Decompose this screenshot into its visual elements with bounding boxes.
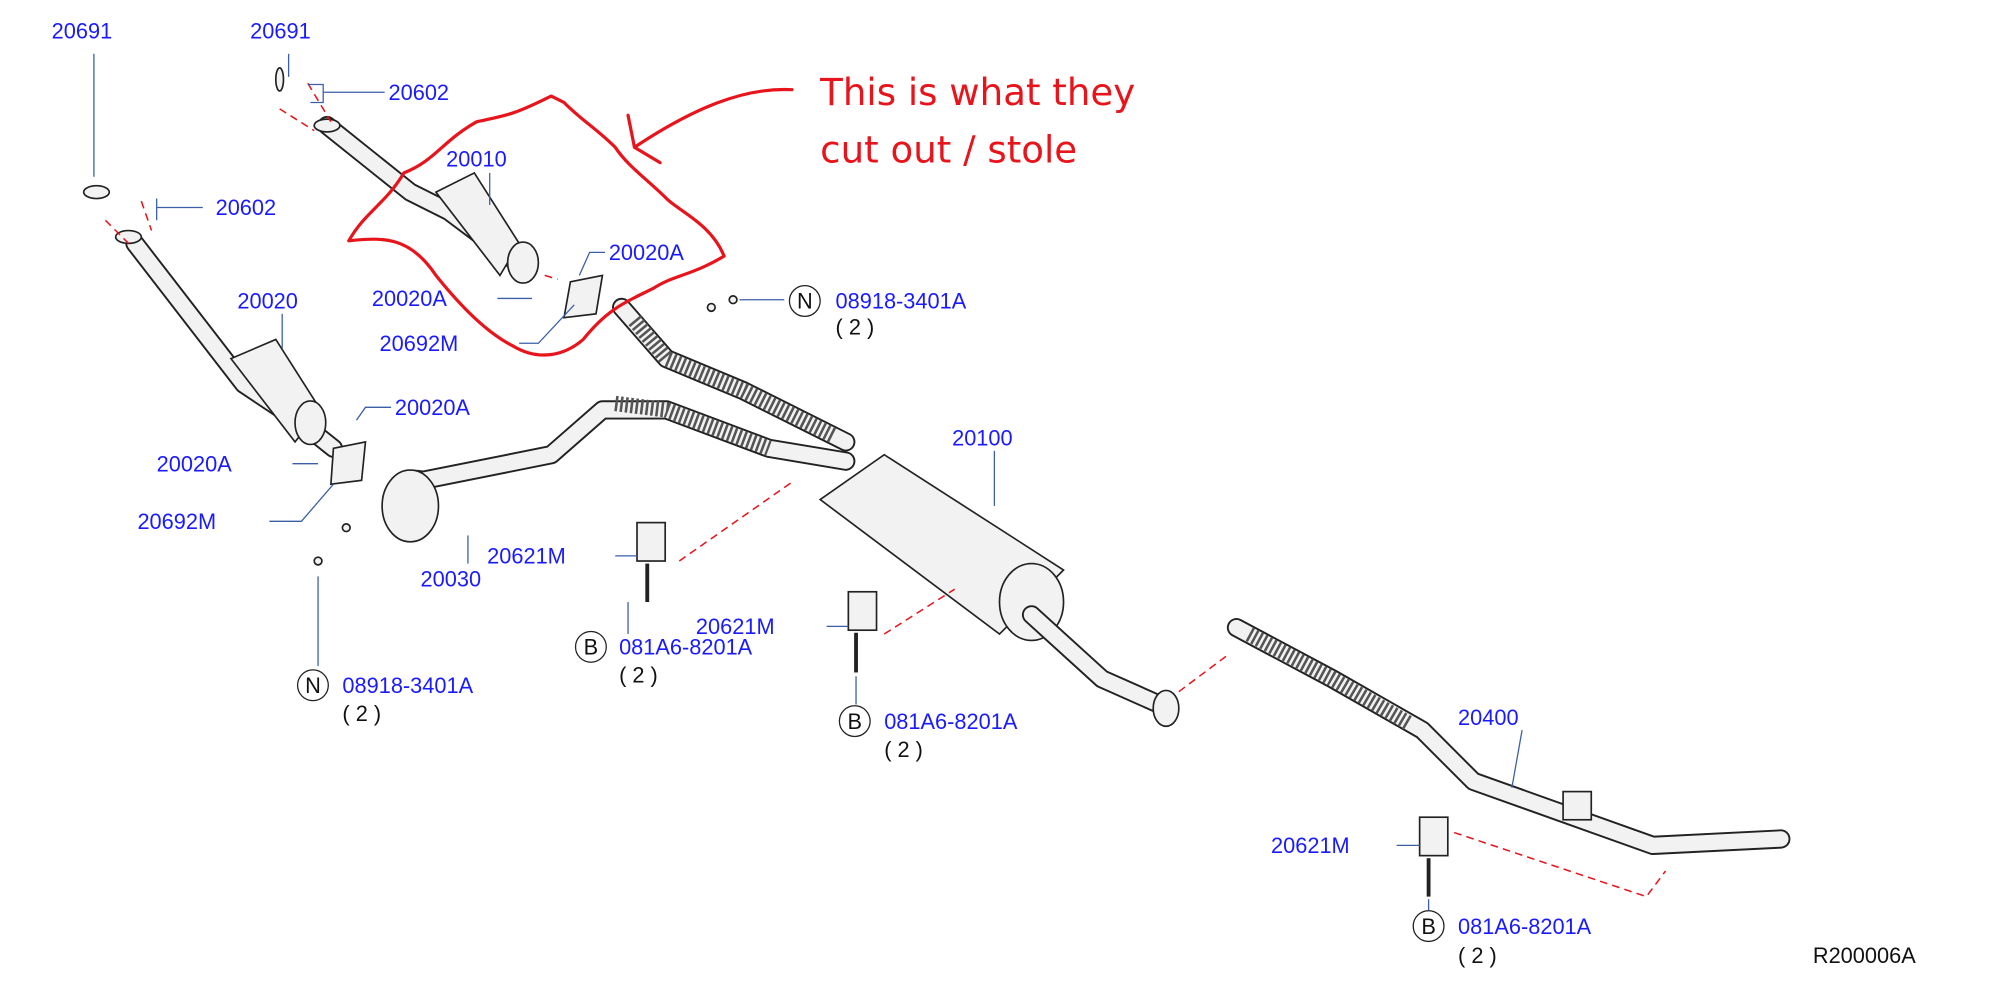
gasket-left — [329, 440, 367, 486]
label-tail-pipe: 20400 — [1458, 705, 1519, 730]
label-front-pipe: 20030 — [421, 567, 482, 592]
tail-pipe — [1226, 618, 1791, 855]
callout-nut-right: N 08918-3401A ( 2 ) — [788, 284, 967, 339]
label-mount-1: 20621M — [487, 544, 566, 569]
callout-symbol: N — [797, 289, 813, 314]
label-muffler: 20100 — [952, 426, 1013, 451]
callout-symbol: N — [305, 673, 321, 698]
right-catalytic-pipe — [313, 115, 540, 284]
annotation-line-1: This is what they — [819, 71, 1135, 114]
callout-qty: ( 2 ) — [619, 663, 658, 688]
callout-qty: ( 2 ) — [342, 701, 381, 726]
label-o-ring-right: 20691 — [250, 18, 311, 43]
label-gasket-right: 20692M — [380, 331, 459, 356]
label-cat-left-stud-b: 20020A — [157, 451, 233, 476]
callout-bolt-1: B 081A6-8201A ( 2 ) — [574, 630, 753, 688]
o-ring-left — [82, 184, 111, 200]
callout-qty: ( 2 ) — [836, 314, 875, 339]
label-cat-right-stud-a: 20020A — [609, 240, 685, 265]
callout-symbol: B — [1421, 914, 1436, 939]
label-gasket-left: 20692M — [137, 509, 216, 534]
callout-symbol: B — [584, 635, 599, 660]
left-catalytic-pipe — [114, 229, 344, 458]
o-ring-right — [274, 67, 285, 92]
label-cat-left-stud-a: 20020A — [395, 395, 471, 420]
leader-lines — [93, 53, 1523, 912]
stolen-area-outline — [347, 94, 726, 357]
label-stud-right: 20602 — [389, 80, 450, 105]
front-pipe — [381, 297, 856, 543]
gasket-right — [562, 274, 604, 319]
label-cat-right-stud-b: 20020A — [372, 286, 448, 311]
callout-bolt-3: B 081A6-8201A ( 2 ) — [1412, 910, 1592, 968]
callout-symbol: B — [847, 709, 862, 734]
callout-part: 081A6-8201A — [1458, 914, 1592, 939]
annotation-line-2: cut out / stole — [820, 129, 1077, 172]
callout-part: 08918-3401A — [836, 289, 967, 314]
callout-bolt-2: B 081A6-8201A ( 2 ) — [838, 705, 1018, 762]
callout-qty: ( 2 ) — [884, 737, 923, 762]
label-cat-left: 20020 — [237, 289, 298, 314]
label-mount-2: 20621M — [696, 614, 775, 639]
label-o-ring-left: 20691 — [52, 18, 113, 43]
diagram-code: R200006A — [1813, 943, 1916, 968]
muffler — [818, 453, 1180, 728]
callout-nut-left: N 08918-3401A ( 2 ) — [296, 669, 474, 726]
annotation-arrow — [626, 87, 794, 165]
label-stud-left: 20602 — [216, 195, 277, 220]
callout-part: 081A6-8201A — [619, 635, 753, 660]
mount-brackets — [636, 521, 1449, 897]
callout-qty: ( 2 ) — [1458, 943, 1497, 968]
callout-part: 08918-3401A — [342, 673, 473, 698]
small-parts — [82, 67, 738, 566]
callout-part: 081A6-8201A — [884, 709, 1018, 734]
label-mount-3: 20621M — [1271, 833, 1350, 858]
label-cat-right: 20010 — [446, 147, 507, 172]
